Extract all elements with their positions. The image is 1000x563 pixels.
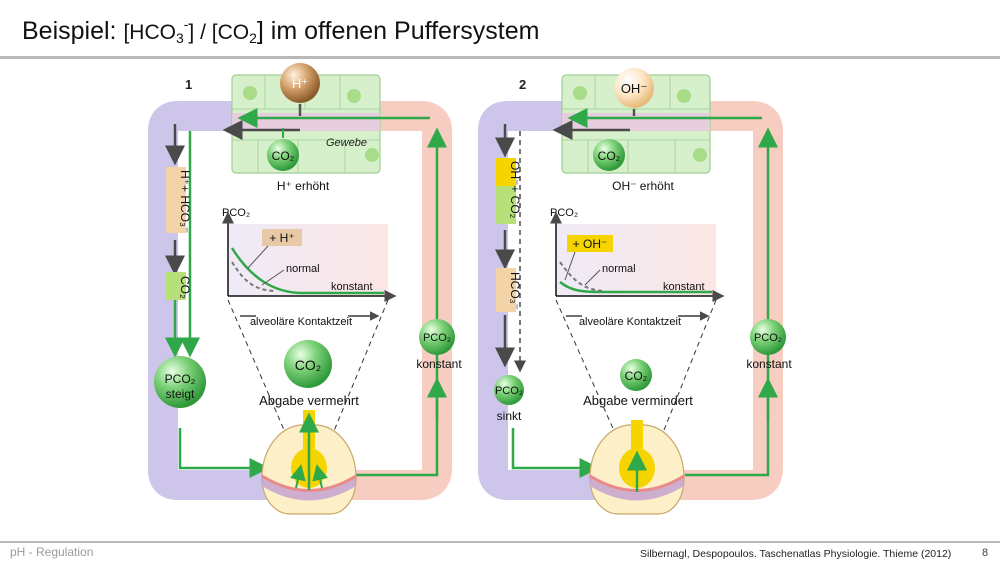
co2-bubble [593, 139, 625, 171]
flow-arrow [178, 428, 270, 478]
co2-out-arrow [312, 464, 328, 489]
cell-nucleus [573, 86, 587, 100]
co2-bubble-large [620, 359, 652, 391]
ion-status: OH⁻ erhöht [612, 179, 674, 193]
bubble-top: PCO₂ [754, 332, 782, 344]
curve-normal [231, 261, 276, 292]
pco2-bubble [494, 375, 524, 405]
vertical-label: HCO₃⁻ [508, 272, 522, 310]
panel-number: 1 [185, 77, 192, 92]
bubble-top: PCO₂ [423, 332, 451, 344]
ion-label: H⁺ [292, 76, 308, 91]
label-box [166, 272, 186, 300]
bubble-bottom: steigt [166, 387, 195, 401]
vertical-label: H⁺+ HCO₃⁻ [178, 170, 192, 233]
curve-oh [559, 281, 712, 294]
label-box [496, 158, 516, 186]
cell-nucleus [365, 148, 379, 162]
tag-pointer [564, 251, 576, 281]
pco2-bubble [419, 319, 455, 355]
lung-capillary [590, 476, 684, 501]
oh-ion-icon [614, 68, 654, 108]
title-sub2: 2 [249, 30, 257, 46]
bubble-top: PCO₂ [495, 385, 523, 397]
page-number: 8 [982, 547, 989, 559]
normal-pointer [584, 269, 601, 286]
label-box [496, 186, 516, 224]
plot-tag [262, 229, 302, 246]
tag-pointer [247, 245, 269, 269]
center-co2-label: CO₂ [295, 357, 321, 373]
konstant-label: konstant [331, 281, 373, 293]
plot-xlabel: alveoläre Kontaktzeit [250, 316, 352, 328]
cone-line [651, 299, 717, 461]
capillary-band [562, 113, 710, 131]
venous-loop [148, 101, 290, 500]
co2-label: CO₂ [272, 149, 295, 163]
normal-label: normal [602, 263, 636, 275]
curve-normal [559, 261, 606, 292]
plot-tag-label: + H⁺ [269, 231, 294, 245]
footer-divider [0, 541, 1000, 543]
bubble-bottom: konstant [746, 357, 792, 371]
co2-label: CO₂ [598, 149, 621, 163]
cell-nucleus [347, 89, 361, 103]
center-label: Abgabe vermehrt [259, 393, 359, 408]
center-label: Abgabe vermindert [583, 393, 693, 408]
title-sup: - [183, 16, 189, 32]
capillary-band [232, 113, 380, 131]
konstant-label: konstant [663, 281, 705, 293]
plot-xlabel: alveoläre Kontaktzeit [579, 316, 681, 328]
panel-2: OH⁻ CO₂ OH⁻ erhöht 2 OH⁻+ CO₂ HCO₃⁻ PCO₂… [478, 68, 792, 515]
cell-nucleus [677, 89, 691, 103]
bubble-bottom: sinkt [497, 409, 522, 423]
co2-bubble [267, 139, 299, 171]
pco2-bubble [154, 356, 206, 408]
lung-capillary-edge [261, 474, 357, 492]
cell-nucleus [693, 148, 707, 162]
normal-pointer [261, 269, 285, 286]
pco2-bubble [750, 319, 786, 355]
panel-number: 2 [519, 77, 526, 92]
footer-topic: pH - Regulation [10, 545, 94, 559]
ion-label: OH⁻ [621, 81, 647, 96]
label-box [496, 268, 516, 312]
page-title: Beispiel: [HCO3-] / [CO2] im offenen Puf… [22, 16, 539, 46]
flow-arrow [685, 377, 778, 477]
lung-capillary [262, 476, 356, 501]
flow-arrow [355, 377, 447, 477]
footer-source: Silbernagl, Despopoulos. Taschenatlas Ph… [640, 548, 952, 560]
title-divider [0, 56, 1000, 59]
plot-tag-label: + OH⁻ [573, 237, 608, 251]
title-lead: Beispiel: [22, 17, 117, 45]
title-sub: 3 [175, 30, 184, 46]
center-co2-label: CO₂ [625, 369, 648, 383]
co2-bubble-large [284, 340, 332, 388]
label-box [166, 167, 186, 233]
flow-arrow [511, 428, 600, 478]
plot-tag [567, 235, 613, 252]
plot-ylabel: PCO₂ [550, 207, 578, 219]
venous-loop [478, 101, 620, 500]
title-formula-end: ] im offenen Puffersystem [256, 17, 540, 45]
vertical-label: OH⁻+ CO₂ [508, 161, 522, 219]
vertical-label: CO₂ [178, 276, 192, 299]
cell-nucleus [243, 86, 257, 100]
title-formula-mid: ] / [CO [188, 21, 250, 44]
curve-h [230, 247, 384, 295]
h-ion-icon [280, 63, 320, 103]
co2-out-arrow [290, 464, 306, 489]
normal-label: normal [286, 263, 320, 275]
bubble-bottom: konstant [416, 357, 462, 371]
title-formula-open: [HCO [123, 21, 176, 44]
tissue-label: Gewebe [326, 137, 367, 149]
panel-1: H⁺ CO₂ Gewebe H⁺ erhöht 1 H⁺+ HCO₃⁻ CO₂ … [148, 63, 462, 515]
ion-status: H⁺ erhöht [277, 179, 330, 193]
bubble-top: PCO₂ [165, 372, 196, 386]
plot-ylabel: PCO₂ [222, 207, 250, 219]
